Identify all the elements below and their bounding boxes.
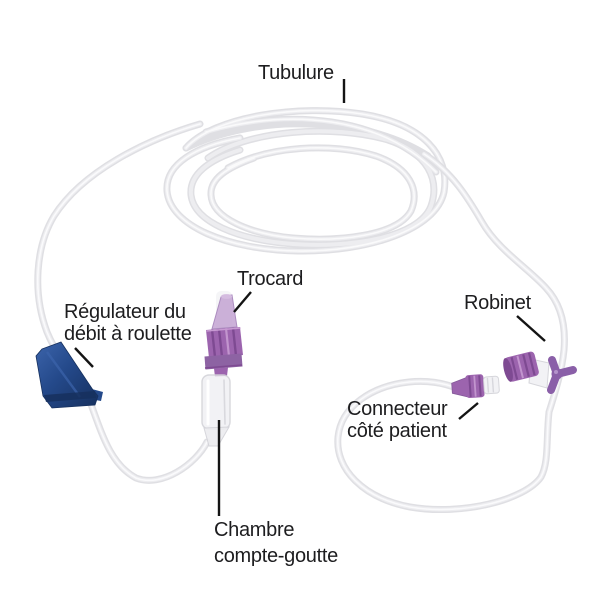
label-drip-chamber-line1: Chambre xyxy=(214,519,295,541)
label-tubing: Tubulure xyxy=(258,62,334,85)
tubing-coil xyxy=(163,107,449,255)
label-patient-connector-line2: côté patient xyxy=(347,419,447,442)
leader-patient-connector xyxy=(458,402,479,420)
label-trocar: Trocard xyxy=(237,268,304,291)
roller-clamp xyxy=(35,341,103,409)
label-flow-regulator: Régulateur du débit à roulette xyxy=(64,301,192,345)
leader-trocar xyxy=(233,291,252,313)
label-trocar-text: Trocard xyxy=(237,268,304,290)
tube-right-segment xyxy=(334,150,568,513)
stopcock-valve xyxy=(503,351,577,394)
label-drip-chamber: Chambre compte-goutte xyxy=(214,517,338,570)
drip-chamber-cap xyxy=(206,327,243,358)
label-patient-connector-line1: Connecteur xyxy=(347,398,448,420)
label-tubing-text: Tubulure xyxy=(258,62,334,84)
label-flow-regulator-line2: débit à roulette xyxy=(64,322,192,345)
drip-chamber-assembly xyxy=(201,291,243,447)
label-drip-chamber-line2: compte-goutte xyxy=(214,545,338,568)
leader-flow-regulator xyxy=(74,347,94,368)
leader-lines xyxy=(74,79,546,516)
label-flow-regulator-line1: Régulateur du xyxy=(64,301,186,323)
leader-stopcock xyxy=(516,315,546,342)
label-stopcock-text: Robinet xyxy=(464,292,531,314)
drip-chamber-body xyxy=(201,374,231,447)
label-patient-connector: Connecteur côté patient xyxy=(347,398,448,442)
label-stopcock: Robinet xyxy=(464,292,531,315)
trocar-spike xyxy=(211,294,238,330)
patient-connector xyxy=(451,374,500,399)
stopcock-cap xyxy=(503,351,539,382)
